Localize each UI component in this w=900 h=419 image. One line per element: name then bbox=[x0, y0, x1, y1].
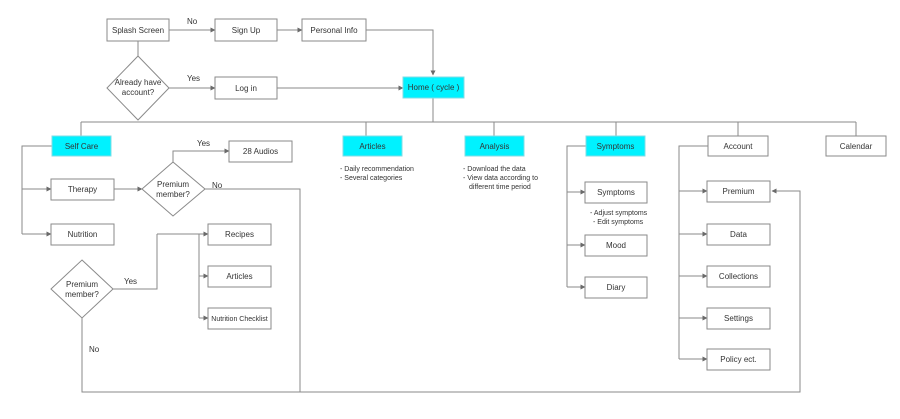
note-articles: - Daily recommendation - Several categor… bbox=[340, 166, 414, 182]
node-sign-up: Sign Up bbox=[214, 18, 278, 42]
node-symptoms-sub-label: Symptoms bbox=[597, 188, 635, 197]
note-articles-line2: - Several categories bbox=[340, 175, 403, 182]
node-nutrition-checklist: Nutrition Checklist bbox=[207, 307, 272, 330]
node-sign-up-label: Sign Up bbox=[232, 26, 261, 35]
node-articles: Articles bbox=[342, 135, 403, 157]
edge-premium-audios bbox=[172, 148, 230, 162]
edge-label-yes-recipes: Yes bbox=[124, 277, 137, 286]
node-nutrition: Nutrition bbox=[50, 223, 115, 246]
edge-account-vertical bbox=[678, 145, 708, 359]
edge-selfcare-vertical bbox=[21, 145, 52, 234]
node-settings: Settings bbox=[706, 307, 771, 330]
decision-premium-member-2-line1: Premium bbox=[66, 280, 98, 289]
node-symptoms: Symptoms bbox=[585, 135, 646, 157]
node-diary: Diary bbox=[584, 276, 648, 299]
node-articles-sub: Articles bbox=[207, 265, 272, 288]
node-recipes-label: Recipes bbox=[225, 230, 254, 239]
node-splash-screen-label: Splash Screen bbox=[112, 26, 164, 35]
note-analysis-line2: - View data according to bbox=[463, 175, 538, 182]
edge-labels: No Yes Yes No Yes No bbox=[89, 17, 223, 354]
node-analysis-label: Analysis bbox=[480, 142, 510, 151]
node-account: Account bbox=[707, 135, 769, 157]
node-splash-screen: Splash Screen bbox=[106, 18, 170, 42]
node-settings-label: Settings bbox=[724, 314, 753, 323]
node-symptoms-sub: Symptoms bbox=[584, 181, 648, 204]
edge-label-yes-audios: Yes bbox=[197, 139, 210, 148]
node-nutrition-label: Nutrition bbox=[68, 230, 98, 239]
note-analysis-line3: different time period bbox=[469, 184, 531, 191]
decision-premium-member-2: Premium member? bbox=[50, 259, 114, 319]
node-collections-label: Collections bbox=[719, 272, 758, 281]
note-analysis-line1: - Download the data bbox=[463, 166, 526, 173]
edge-premium2-no bbox=[81, 318, 300, 393]
decision-already-have-account-line1: Already have bbox=[115, 78, 162, 87]
node-data: Data bbox=[706, 223, 771, 246]
node-collections: Collections bbox=[706, 265, 771, 288]
node-analysis: Analysis bbox=[464, 135, 525, 157]
edge-label-yes-login: Yes bbox=[187, 74, 200, 83]
edge-label-no-signup: No bbox=[187, 17, 198, 26]
decision-premium-member-2-line2: member? bbox=[65, 290, 99, 299]
note-articles-line1: - Daily recommendation bbox=[340, 166, 414, 173]
decision-already-have-account-line2: account? bbox=[122, 88, 155, 97]
node-therapy-label: Therapy bbox=[68, 185, 97, 194]
node-articles-sub-label: Articles bbox=[226, 272, 252, 281]
decision-premium-member-1: Premium member? bbox=[141, 161, 206, 217]
node-calendar-label: Calendar bbox=[840, 142, 873, 151]
node-home-label: Home ( cycle ) bbox=[408, 83, 460, 92]
node-28-audios-label: 28 Audios bbox=[243, 147, 278, 156]
decision-already-have-account: Already have account? bbox=[106, 55, 170, 121]
node-personal-info: Personal Info bbox=[301, 18, 367, 42]
connectors bbox=[21, 27, 857, 393]
node-log-in-label: Log in bbox=[235, 84, 257, 93]
node-therapy: Therapy bbox=[50, 178, 115, 201]
node-personal-info-label: Personal Info bbox=[310, 26, 358, 35]
node-articles-label: Articles bbox=[359, 142, 385, 151]
node-mood: Mood bbox=[584, 234, 648, 257]
node-data-label: Data bbox=[730, 230, 747, 239]
node-account-label: Account bbox=[724, 142, 754, 151]
node-log-in: Log in bbox=[214, 76, 278, 100]
node-self-care: Self Care bbox=[51, 135, 112, 157]
edge-personal-home bbox=[366, 29, 436, 76]
node-premium: Premium bbox=[706, 180, 771, 203]
node-policy: Policy ect. bbox=[706, 348, 771, 371]
node-calendar: Calendar bbox=[825, 135, 887, 157]
note-symptoms-line2: - Edit symptoms bbox=[593, 219, 644, 226]
note-symptoms-line1: - Adjust symptoms bbox=[590, 210, 648, 217]
decision-premium-member-1-line1: Premium bbox=[157, 180, 189, 189]
edge-symptoms-vertical bbox=[566, 145, 586, 287]
node-28-audios: 28 Audios bbox=[228, 140, 293, 163]
note-symptoms: - Adjust symptoms - Edit symptoms bbox=[590, 210, 648, 226]
edge-premium2-yes bbox=[113, 234, 158, 290]
node-home: Home ( cycle ) bbox=[402, 76, 465, 99]
node-mood-label: Mood bbox=[606, 241, 626, 250]
node-recipes: Recipes bbox=[207, 223, 272, 246]
node-self-care-label: Self Care bbox=[65, 142, 99, 151]
decision-premium-member-1-line2: member? bbox=[156, 190, 190, 199]
note-analysis: - Download the data - View data accordin… bbox=[463, 166, 538, 191]
node-nutrition-checklist-label: Nutrition Checklist bbox=[211, 316, 267, 323]
node-symptoms-label: Symptoms bbox=[597, 142, 635, 151]
edge-label-no-premium2: No bbox=[89, 345, 100, 354]
node-diary-label: Diary bbox=[607, 283, 626, 292]
node-policy-label: Policy ect. bbox=[720, 355, 756, 364]
edge-premium1-no bbox=[205, 188, 801, 393]
node-premium-label: Premium bbox=[722, 187, 754, 196]
edge-label-no-premium1: No bbox=[212, 181, 223, 190]
